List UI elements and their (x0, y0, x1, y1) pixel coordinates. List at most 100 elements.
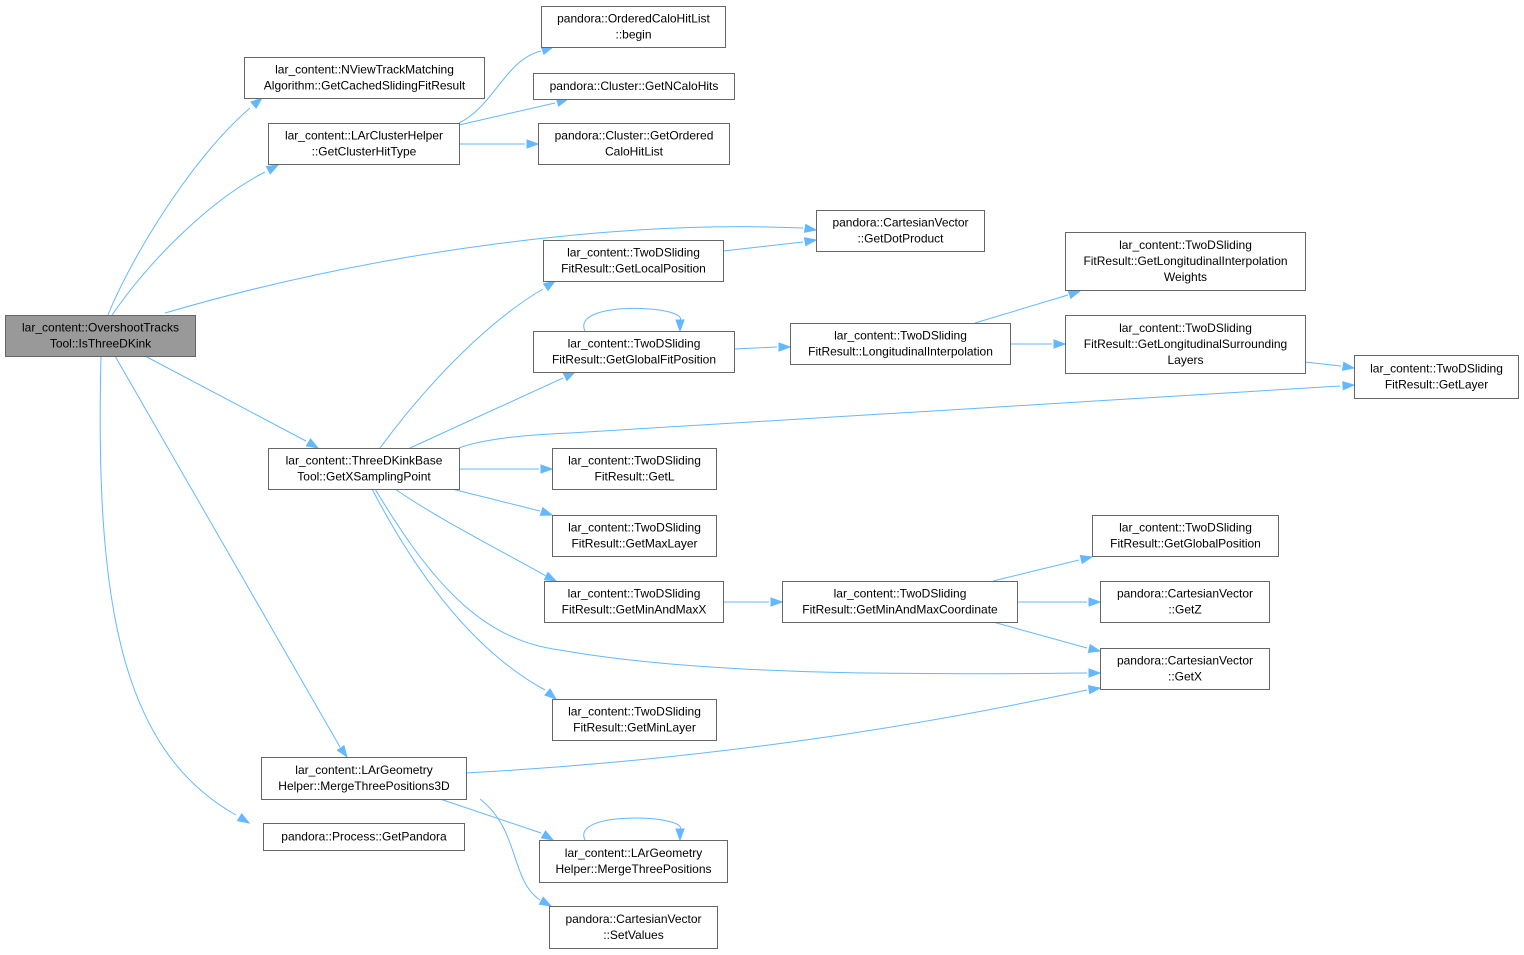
edge-mergeThreePositions3D-to-getX (465, 685, 1102, 774)
node-label-line: FitResult::LongitudinalInterpolation (808, 345, 993, 359)
node-label-line: Helper::MergeThreePositions (555, 862, 711, 876)
edge-root-to-getClusterHitType (111, 164, 280, 316)
edge-line (99, 355, 237, 816)
node-getXSamplingPoint[interactable]: lar_content::ThreeDKinkBaseTool::GetXSam… (268, 448, 460, 490)
edge-getClusterHitType-to-getOrderedCaloHitList (459, 139, 540, 149)
edge-line (164, 226, 804, 314)
node-label-line: pandora::Cluster::GetOrdered (555, 129, 714, 143)
node-getLayer[interactable]: lar_content::TwoDSlidingFitResult::GetLa… (1354, 355, 1519, 399)
edge-getXSamplingPoint-to-getX (374, 488, 1102, 678)
node-getX[interactable]: pandora::CartesianVector::GetX (1100, 648, 1270, 690)
edge-root-to-getDotProduct (164, 223, 818, 314)
node-label-line: FitResult::GetMaxLayer (571, 537, 697, 551)
node-getZ[interactable]: pandora::CartesianVector::GetZ (1100, 581, 1270, 623)
node-setValues[interactable]: pandora::CartesianVector::SetValues (549, 906, 718, 949)
node-getLongitudinalSurroundingLayers[interactable]: lar_content::TwoDSlidingFitResult::GetLo… (1065, 315, 1306, 374)
node-longitudinalInterpolation[interactable]: lar_content::TwoDSlidingFitResult::Longi… (790, 323, 1011, 365)
node-label-line: Helper::MergeThreePositions3D (278, 779, 450, 793)
node-getClusterHitType[interactable]: lar_content::LArClusterHelper::GetCluste… (268, 123, 460, 165)
node-label-line: lar_content::ThreeDKinkBase (286, 454, 443, 468)
node-getLocalPosition[interactable]: lar_content::TwoDSlidingFitResult::GetLo… (543, 240, 724, 282)
edge-getLocalPosition-to-getDotProduct (722, 237, 818, 252)
node-box (1354, 355, 1519, 399)
node-getCachedSlidingFitResult[interactable]: lar_content::NViewTrackMatchingAlgorithm… (244, 57, 485, 99)
edge-getXSamplingPoint-to-getMaxLayer (451, 488, 554, 516)
node-label-line: ::begin (615, 28, 651, 42)
node-label-line: lar_content::TwoDSliding (1119, 321, 1252, 335)
node-box (543, 240, 724, 282)
node-label-line: pandora::CartesianVector (1117, 587, 1253, 601)
edge-line (583, 307, 681, 332)
node-orderedCaloHitListBegin[interactable]: pandora::OrderedCaloHitList::begin (541, 6, 726, 48)
edge-root-to-getCachedSlidingFitResult (107, 97, 264, 316)
node-label-line: Algorithm::GetCachedSlidingFitResult (264, 79, 466, 93)
node-box (1100, 648, 1270, 690)
node-getMinLayer[interactable]: lar_content::TwoDSlidingFitResult::GetMi… (552, 699, 717, 741)
node-getGlobalPosition[interactable]: lar_content::TwoDSlidingFitResult::GetGl… (1092, 515, 1279, 557)
edge-getGlobalFitPosition-to-longitudinalInterpolation (733, 342, 792, 352)
node-label-line: FitResult::GetLongitudinalSurrounding (1084, 337, 1287, 351)
edge-root-to-getXSamplingPoint (144, 355, 320, 449)
edge-arrowhead (1087, 643, 1102, 654)
node-mergeThreePositions[interactable]: lar_content::LArGeometryHelper::MergeThr… (539, 840, 728, 883)
edge-arrowhead (543, 571, 558, 582)
node-label-line: lar_content::OvershootTracks (22, 321, 179, 335)
edge-arrowhead (1088, 597, 1102, 607)
edge-line (465, 689, 1088, 774)
node-label-line: pandora::CartesianVector (832, 216, 968, 230)
node-box (1100, 581, 1270, 623)
node-mergeThreePositions3D[interactable]: lar_content::LArGeometryHelper::MergeThr… (261, 757, 467, 800)
node-label-line: Tool::IsThreeDKink (50, 337, 152, 351)
edges-layer (99, 46, 1356, 907)
node-getLongitudinalInterpolationWeights[interactable]: lar_content::TwoDSlidingFitResult::GetLo… (1065, 232, 1306, 291)
edge-line (458, 385, 1341, 449)
edge-line (371, 488, 546, 691)
node-label-line: pandora::CartesianVector (1117, 654, 1253, 668)
node-label-line: ::GetX (1168, 670, 1202, 684)
node-label-line: CaloHitList (605, 145, 664, 159)
node-box (538, 123, 730, 165)
edge-longitudinalInterpolation-to-getLongitudinalInterpolationWeights (974, 290, 1082, 324)
node-getPandora[interactable]: pandora::Process::GetPandora (263, 823, 465, 851)
edge-arrowhead (542, 280, 557, 292)
edge-getMinAndMaxCoordinate-to-getZ (1017, 597, 1102, 607)
edge-getXSamplingPoint-to-getL (459, 464, 554, 474)
node-label-line: FitResult::GetLayer (1385, 378, 1488, 392)
edge-arrowhead (336, 744, 348, 759)
node-box (268, 448, 460, 490)
node-label-line: lar_content::TwoDSliding (834, 329, 967, 343)
edge-line (114, 355, 341, 748)
node-box (782, 581, 1018, 623)
edge-arrowhead (526, 139, 540, 149)
node-label-line: FitResult::GetGlobalPosition (1110, 537, 1261, 551)
edge-getXSamplingPoint-to-getGlobalFitPosition (409, 371, 577, 449)
edge-arrowhead (778, 342, 792, 352)
edge-getMinAndMaxCoordinate-to-getX (992, 621, 1102, 654)
node-root[interactable]: lar_content::OvershootTracksTool::IsThre… (5, 315, 196, 357)
edge-arrowhead (675, 828, 685, 842)
edge-arrowhead (1342, 381, 1356, 391)
edge-arrowhead (1341, 361, 1356, 371)
node-label-line: lar_content::TwoDSliding (834, 587, 967, 601)
edge-line (458, 50, 542, 124)
node-getMinAndMaxCoordinate[interactable]: lar_content::TwoDSlidingFitResult::GetMi… (782, 581, 1018, 623)
node-getNCaloHits[interactable]: pandora::Cluster::GetNCaloHits (533, 73, 735, 100)
node-box (5, 315, 196, 357)
edge-arrowhead (1079, 554, 1094, 565)
node-getMaxLayer[interactable]: lar_content::TwoDSlidingFitResult::GetMa… (552, 515, 717, 557)
edge-line (111, 171, 266, 316)
node-getGlobalFitPosition[interactable]: lar_content::TwoDSlidingFitResult::GetGl… (533, 331, 735, 373)
edge-mergeThreePositions-to-mergeThreePositions (583, 817, 685, 842)
node-label-line: lar_content::TwoDSliding (567, 246, 700, 260)
edge-mergeThreePositions3D-to-setValues (479, 798, 553, 907)
edge-arrowhead (803, 223, 818, 233)
node-getDotProduct[interactable]: pandora::CartesianVector::GetDotProduct (816, 210, 985, 252)
edge-line (107, 107, 251, 316)
node-label-line: lar_content::TwoDSliding (1119, 238, 1252, 252)
node-getMinAndMaxX[interactable]: lar_content::TwoDSlidingFitResult::GetMi… (544, 581, 724, 623)
edge-getClusterHitType-to-getNCaloHits (458, 97, 570, 126)
edge-arrowhead (1088, 668, 1102, 678)
edge-arrowhead (544, 688, 558, 700)
